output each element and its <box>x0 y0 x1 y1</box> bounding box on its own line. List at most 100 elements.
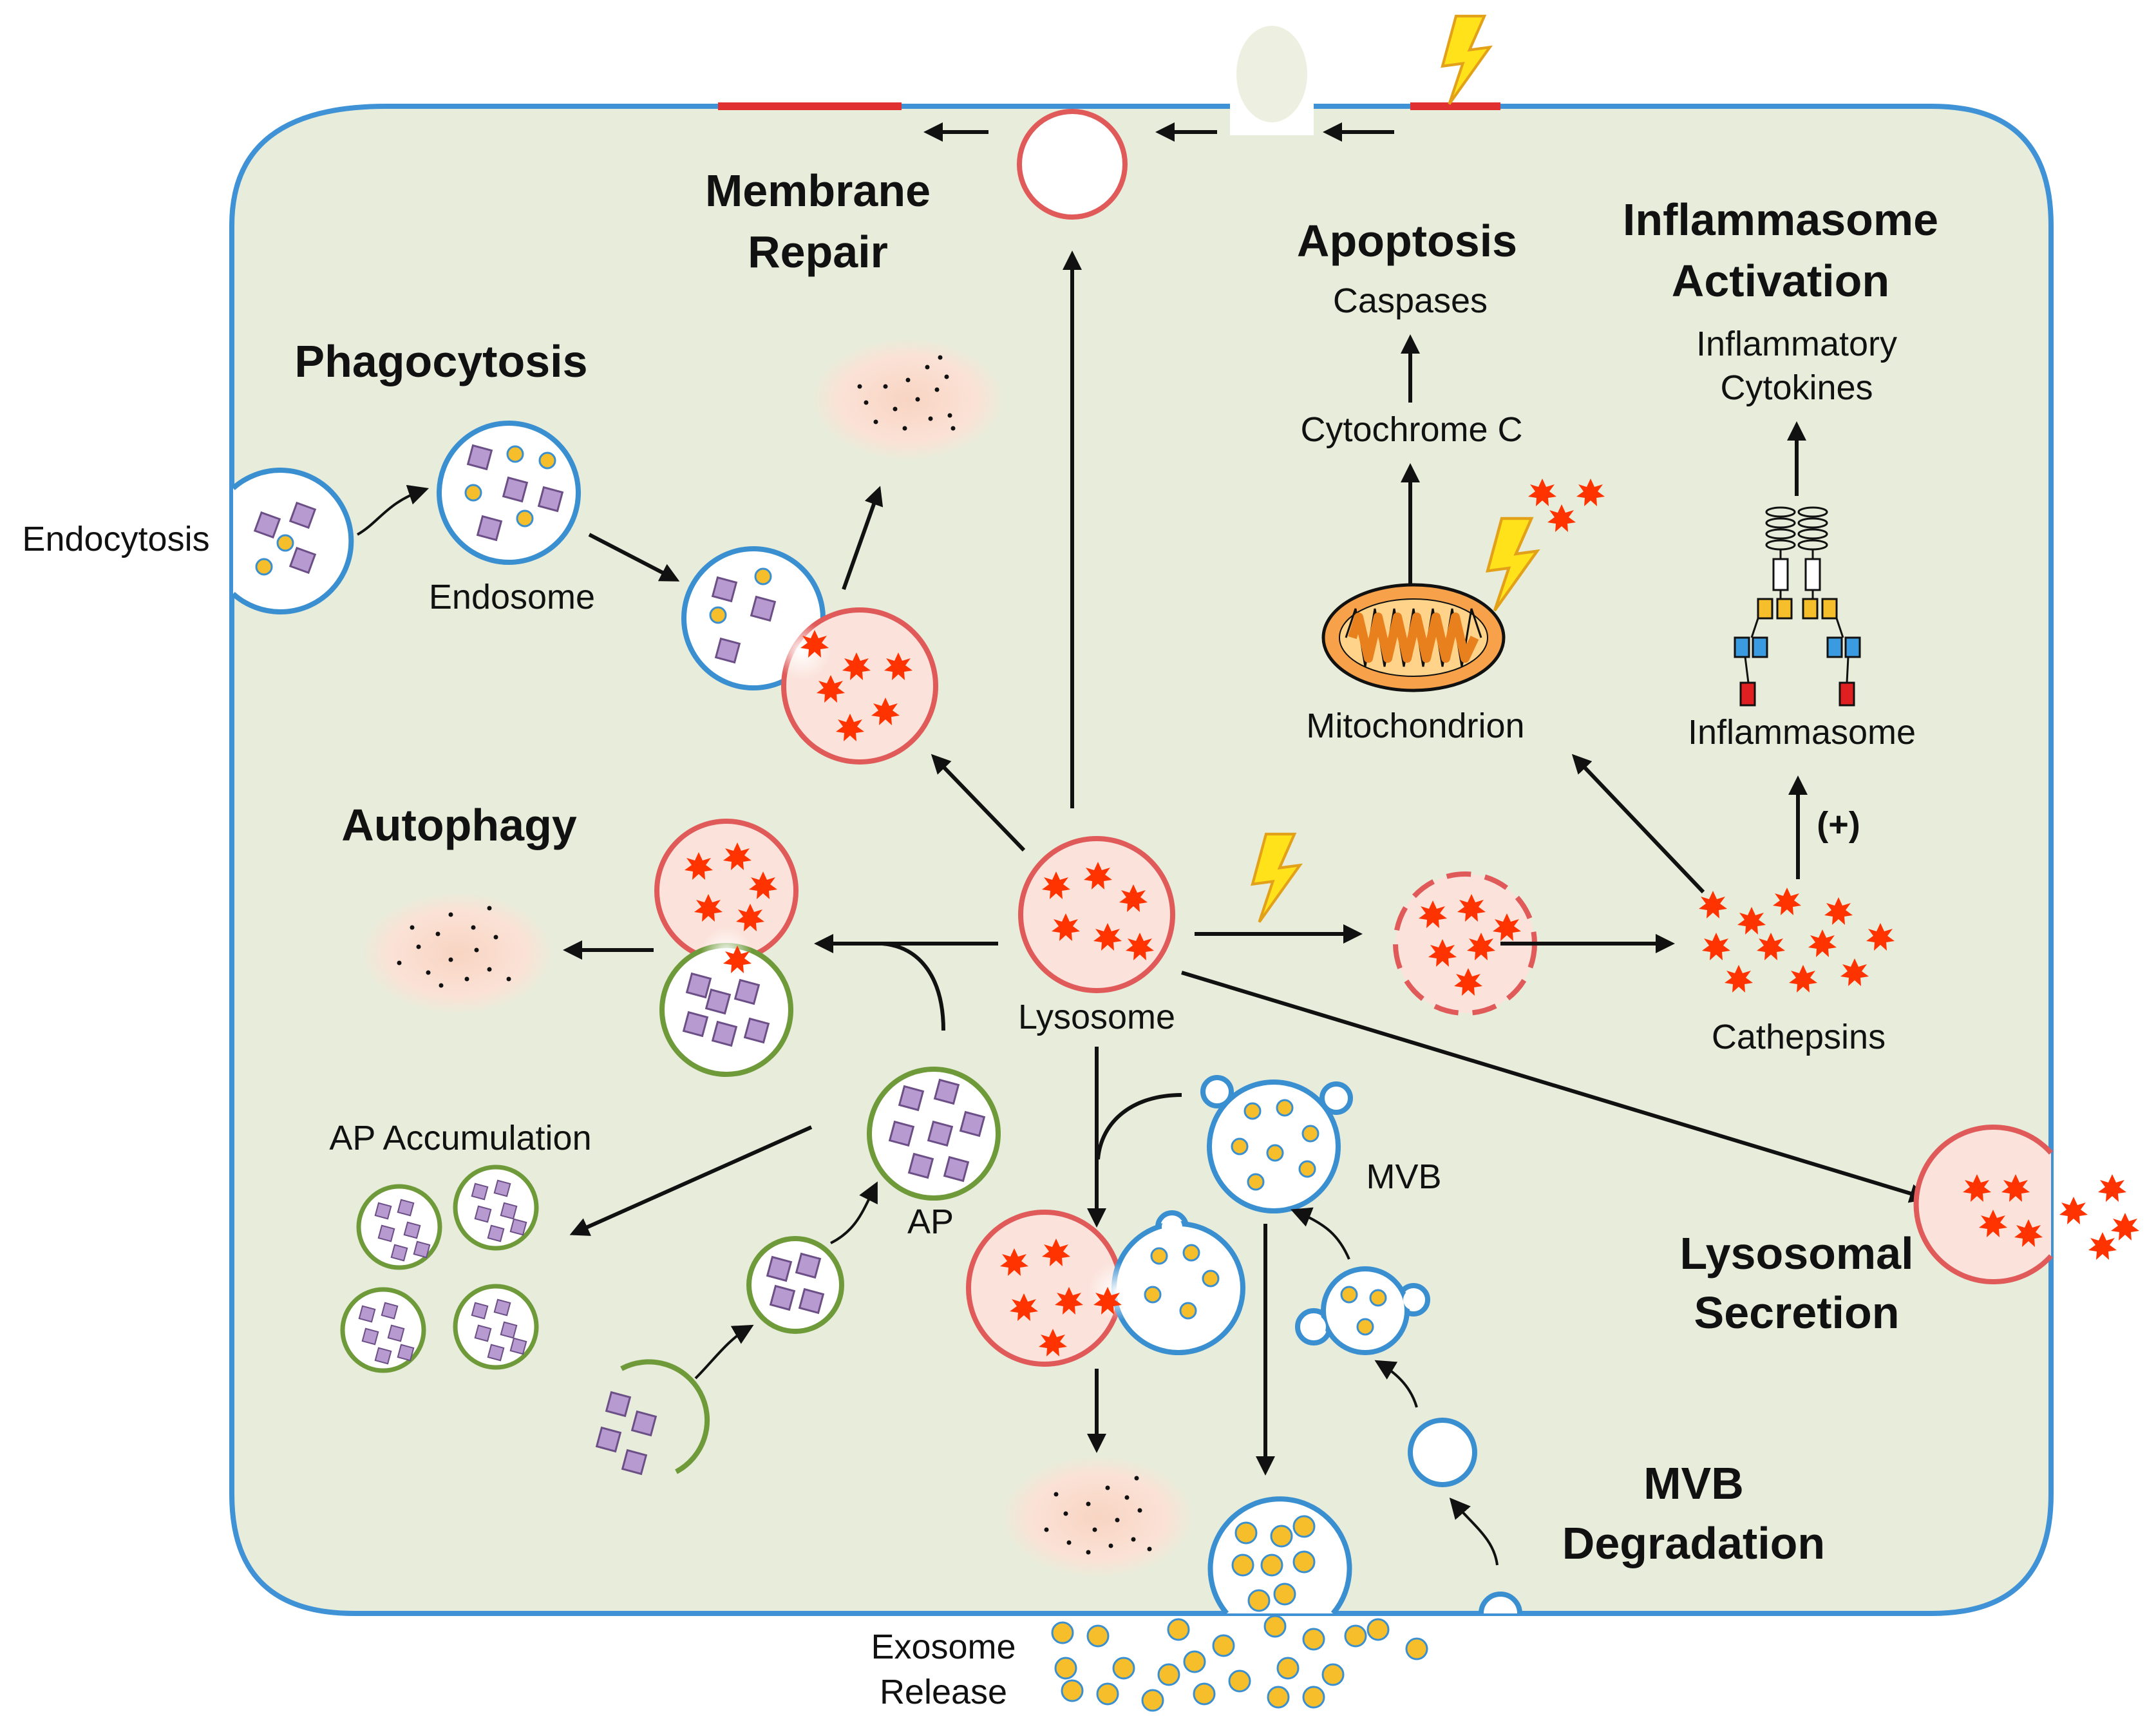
cargo <box>889 1121 914 1146</box>
vesicle-dot <box>255 558 273 576</box>
cargo <box>750 596 776 622</box>
mitochondrion-icon <box>1321 583 1506 692</box>
arrow-ap-join <box>882 942 945 1031</box>
cargo <box>621 1449 647 1475</box>
label-inflammatory-cytokines-2: Cytokines <box>1720 368 1873 407</box>
label-plus-sign: (+) <box>1817 805 1860 844</box>
cargo <box>766 1256 792 1282</box>
fusion-spot <box>1088 1262 1146 1320</box>
cargo <box>631 1411 657 1436</box>
heading-apoptosis: Apoptosis <box>1297 216 1517 266</box>
heading-inflammasome-1: Inflammasome <box>1623 195 1938 245</box>
heading-inflammasome-2: Activation <box>1672 256 1889 306</box>
cargo <box>712 1021 737 1047</box>
cargo <box>605 1391 631 1417</box>
label-lysosome: Lysosome <box>1018 998 1175 1036</box>
arrow-small-ap-to-ap <box>830 1181 878 1244</box>
arrow-phagophore-to-small-ap <box>694 1324 754 1380</box>
cargo <box>927 1121 953 1146</box>
label-mitochondrion: Mitochondrion <box>1306 707 1524 745</box>
arrow-immature-to-mvb <box>1291 1207 1350 1260</box>
mvb <box>1200 1075 1353 1213</box>
heading-lysosomal-secretion-1: Lysosomal <box>1679 1228 1913 1279</box>
cargo <box>744 1018 770 1043</box>
cargo <box>477 515 502 541</box>
repair-lysosome <box>1017 109 1128 220</box>
fusion-spot <box>773 622 831 680</box>
enzyme <box>2098 1174 2126 1202</box>
arrow-to-phagocytosis <box>931 754 1026 852</box>
label-ap: AP <box>907 1203 954 1241</box>
cargo <box>705 989 731 1014</box>
heading-autophagy: Autophagy <box>341 800 577 850</box>
ap-accumulation-cluster <box>340 1165 539 1373</box>
vesicle-dot <box>506 445 524 463</box>
budding-endosome <box>1479 1592 1522 1614</box>
lightning-icon <box>1442 16 1490 104</box>
label-inflammasome: Inflammasome <box>1688 713 1916 752</box>
heading-membrane-repair-1: Membrane <box>705 166 931 216</box>
arrow-fusion-to-degradation-top <box>842 486 884 591</box>
label-cytochrome-c: Cytochrome C <box>1300 410 1522 449</box>
label-exosome-release-2: Release <box>880 1673 1007 1711</box>
arrow-endocytosis-to-endosome <box>357 484 430 536</box>
enzyme <box>2111 1213 2139 1241</box>
degradation-products-mvb <box>1001 1456 1195 1578</box>
enzyme <box>2059 1197 2088 1224</box>
cargo <box>934 1079 960 1105</box>
cargo <box>596 1427 621 1452</box>
cargo <box>538 486 563 512</box>
inflammasome-complex-icon <box>1734 506 1861 707</box>
label-endocytosis: Endocytosis <box>22 520 209 558</box>
vesicle-dot <box>276 534 294 552</box>
central-lysosome <box>1018 836 1175 993</box>
cargo <box>898 1085 924 1111</box>
label-caspases: Caspases <box>1333 281 1488 320</box>
vesicle-dot <box>709 606 727 624</box>
arrow-bud-to-vesicle <box>1449 1498 1499 1566</box>
arrow-cathepsins-to-mitochondrion <box>1571 754 1705 894</box>
heading-mvb-degradation-1: MVB <box>1643 1458 1744 1508</box>
enzyme <box>2088 1232 2117 1260</box>
cargo <box>502 477 528 502</box>
membrane-pore-glow <box>1236 26 1307 122</box>
cargo <box>467 444 493 470</box>
early-endosome <box>1408 1418 1477 1487</box>
heading-membrane-repair-2: Repair <box>748 227 888 277</box>
arrow-vesicle-to-immature-mvb <box>1374 1360 1418 1408</box>
arrow-ap-to-accumulation <box>569 1125 813 1236</box>
label-mvb: MVB <box>1366 1157 1441 1196</box>
label-endosome: Endosome <box>429 578 595 616</box>
label-ap-accumulation: AP Accumulation <box>329 1119 591 1157</box>
degradation-products-phago <box>811 338 1005 461</box>
label-exosome-release-1: Exosome <box>871 1628 1016 1666</box>
degradation-products-autophagy <box>361 892 554 1014</box>
phagophore <box>620 1359 710 1474</box>
secreting-lysosome <box>1913 1125 2053 1284</box>
vesicle-dot <box>516 509 534 528</box>
cargo <box>712 576 737 602</box>
heading-lysosomal-secretion-2: Secretion <box>1694 1288 1900 1338</box>
cargo <box>683 1011 708 1037</box>
label-cathepsins: Cathepsins <box>1712 1018 1886 1056</box>
cargo <box>734 979 760 1005</box>
cargo <box>908 1153 934 1179</box>
cargo <box>960 1111 985 1137</box>
cargo <box>770 1285 795 1311</box>
vesicle-dot <box>538 452 556 470</box>
arrow-to-lysosomal-secretion <box>1181 971 1929 1203</box>
arrow-mvb-join <box>1096 1093 1182 1160</box>
heading-mvb-degradation-2: Degradation <box>1562 1518 1825 1568</box>
mvb-fusing <box>1111 1210 1245 1355</box>
cargo <box>943 1156 969 1182</box>
heading-phagocytosis: Phagocytosis <box>294 336 587 386</box>
cargo <box>799 1288 824 1314</box>
vesicle-dot <box>464 484 482 502</box>
immature-mvb <box>1295 1266 1430 1355</box>
label-inflammatory-cytokines-1: Inflammatory <box>1696 325 1897 363</box>
arrow-endosome-to-fusion <box>588 533 680 582</box>
cargo <box>686 973 712 998</box>
small-autophagosome <box>746 1236 844 1334</box>
